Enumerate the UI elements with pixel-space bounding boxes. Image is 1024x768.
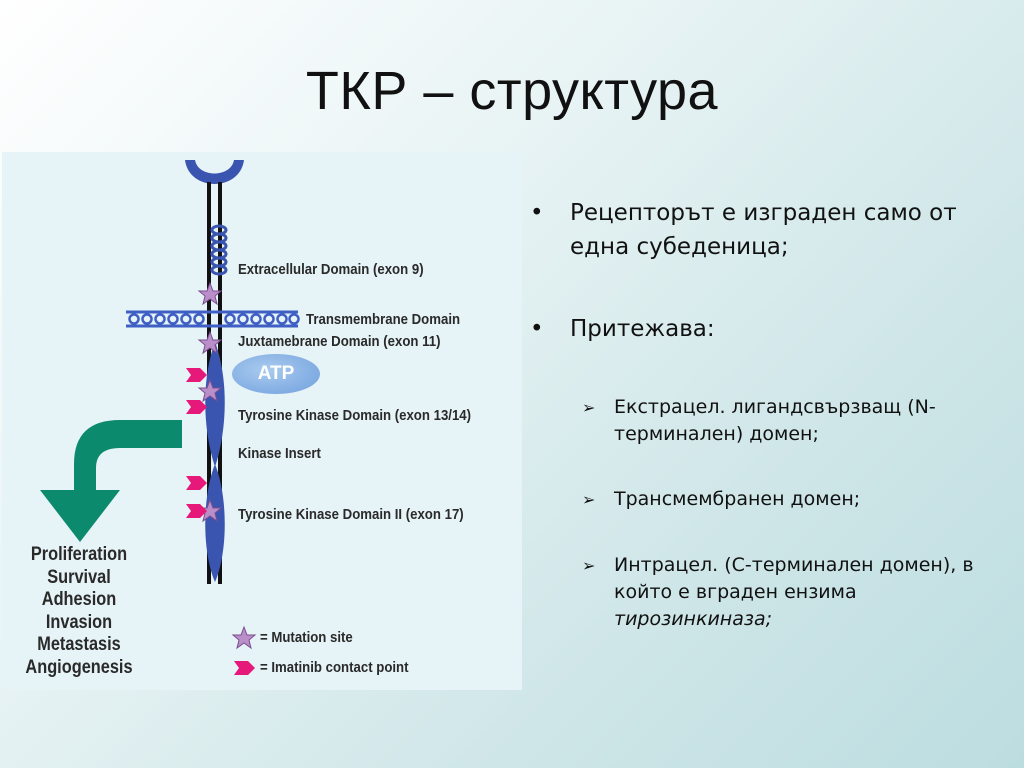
atp-badge: ATP: [232, 354, 320, 394]
bullet-symbol: •: [530, 316, 544, 342]
legend-imatinib-label: = Imatinib contact point: [260, 659, 409, 676]
receptor-diagram: Extracellular Domain (exon 9) Transmembr…: [2, 152, 522, 690]
extracellular-coils: [210, 224, 228, 276]
outcome-item: Survival: [47, 566, 111, 588]
bullet-text: Притежава:: [570, 316, 715, 342]
arrow-bullet-icon: ➢: [582, 490, 596, 509]
label-juxtamembrane-domain: Juxtamebrane Domain (exon 11): [238, 333, 441, 350]
cell-membrane: [126, 310, 300, 328]
slide-title: ТКР – структура: [305, 61, 719, 121]
mutation-star-icon: [197, 281, 223, 523]
outcome-item: Metastasis: [37, 634, 121, 655]
ligand-binding-cup: [185, 160, 244, 184]
label-extracellular-domain: Extracellular Domain (exon 9): [238, 261, 424, 278]
outcome-item: Proliferation: [30, 544, 128, 565]
tyrosine-kinase-domain-2-shape: [205, 464, 225, 582]
bullet-text: Екстрацел. лигандсвързващ (N-терминален)…: [614, 396, 936, 445]
outcome-item: Adhesion: [41, 589, 117, 610]
outcome-list: Proliferation Survival Adhesion Invasion…: [25, 544, 133, 679]
bullet-text: Трансмембранен домен;: [614, 488, 861, 510]
bullet-text: Интрацел. (С-терминален домен), в който …: [614, 552, 1004, 633]
bullet-symbol: •: [530, 200, 544, 226]
signaling-arrow-icon: [40, 420, 182, 542]
legend-star-icon: [231, 625, 257, 650]
bullet-text-plain: Интрацел. (С-терминален домен), в който …: [614, 554, 974, 603]
imatinib-contact-icon: [186, 368, 207, 518]
receptor-diagram-graphic: [40, 160, 300, 675]
legend-contact-icon: [234, 661, 255, 675]
tyrosine-kinase-domain-1-shape: [205, 342, 225, 467]
label-transmembrane-domain: Transmembrane Domain: [306, 311, 461, 328]
label-tyrosine-kinase-domain-1: Tyrosine Kinase Domain (exon 13/14): [238, 407, 472, 424]
label-kinase-insert: Kinase Insert: [238, 445, 321, 462]
bullet-text-emphasis: тирозинкиназа;: [614, 608, 773, 630]
legend-mutation-label: = Mutation site: [260, 629, 353, 646]
label-tyrosine-kinase-domain-2: Tyrosine Kinase Domain II (exon 17): [238, 506, 464, 523]
outcome-item: Angiogenesis: [25, 656, 133, 678]
bullet-text: Рецепторът е изграден само от една субед…: [570, 200, 957, 260]
outcome-item: Invasion: [45, 611, 113, 633]
arrow-bullet-icon: ➢: [582, 398, 596, 417]
arrow-bullet-icon: ➢: [582, 556, 596, 575]
